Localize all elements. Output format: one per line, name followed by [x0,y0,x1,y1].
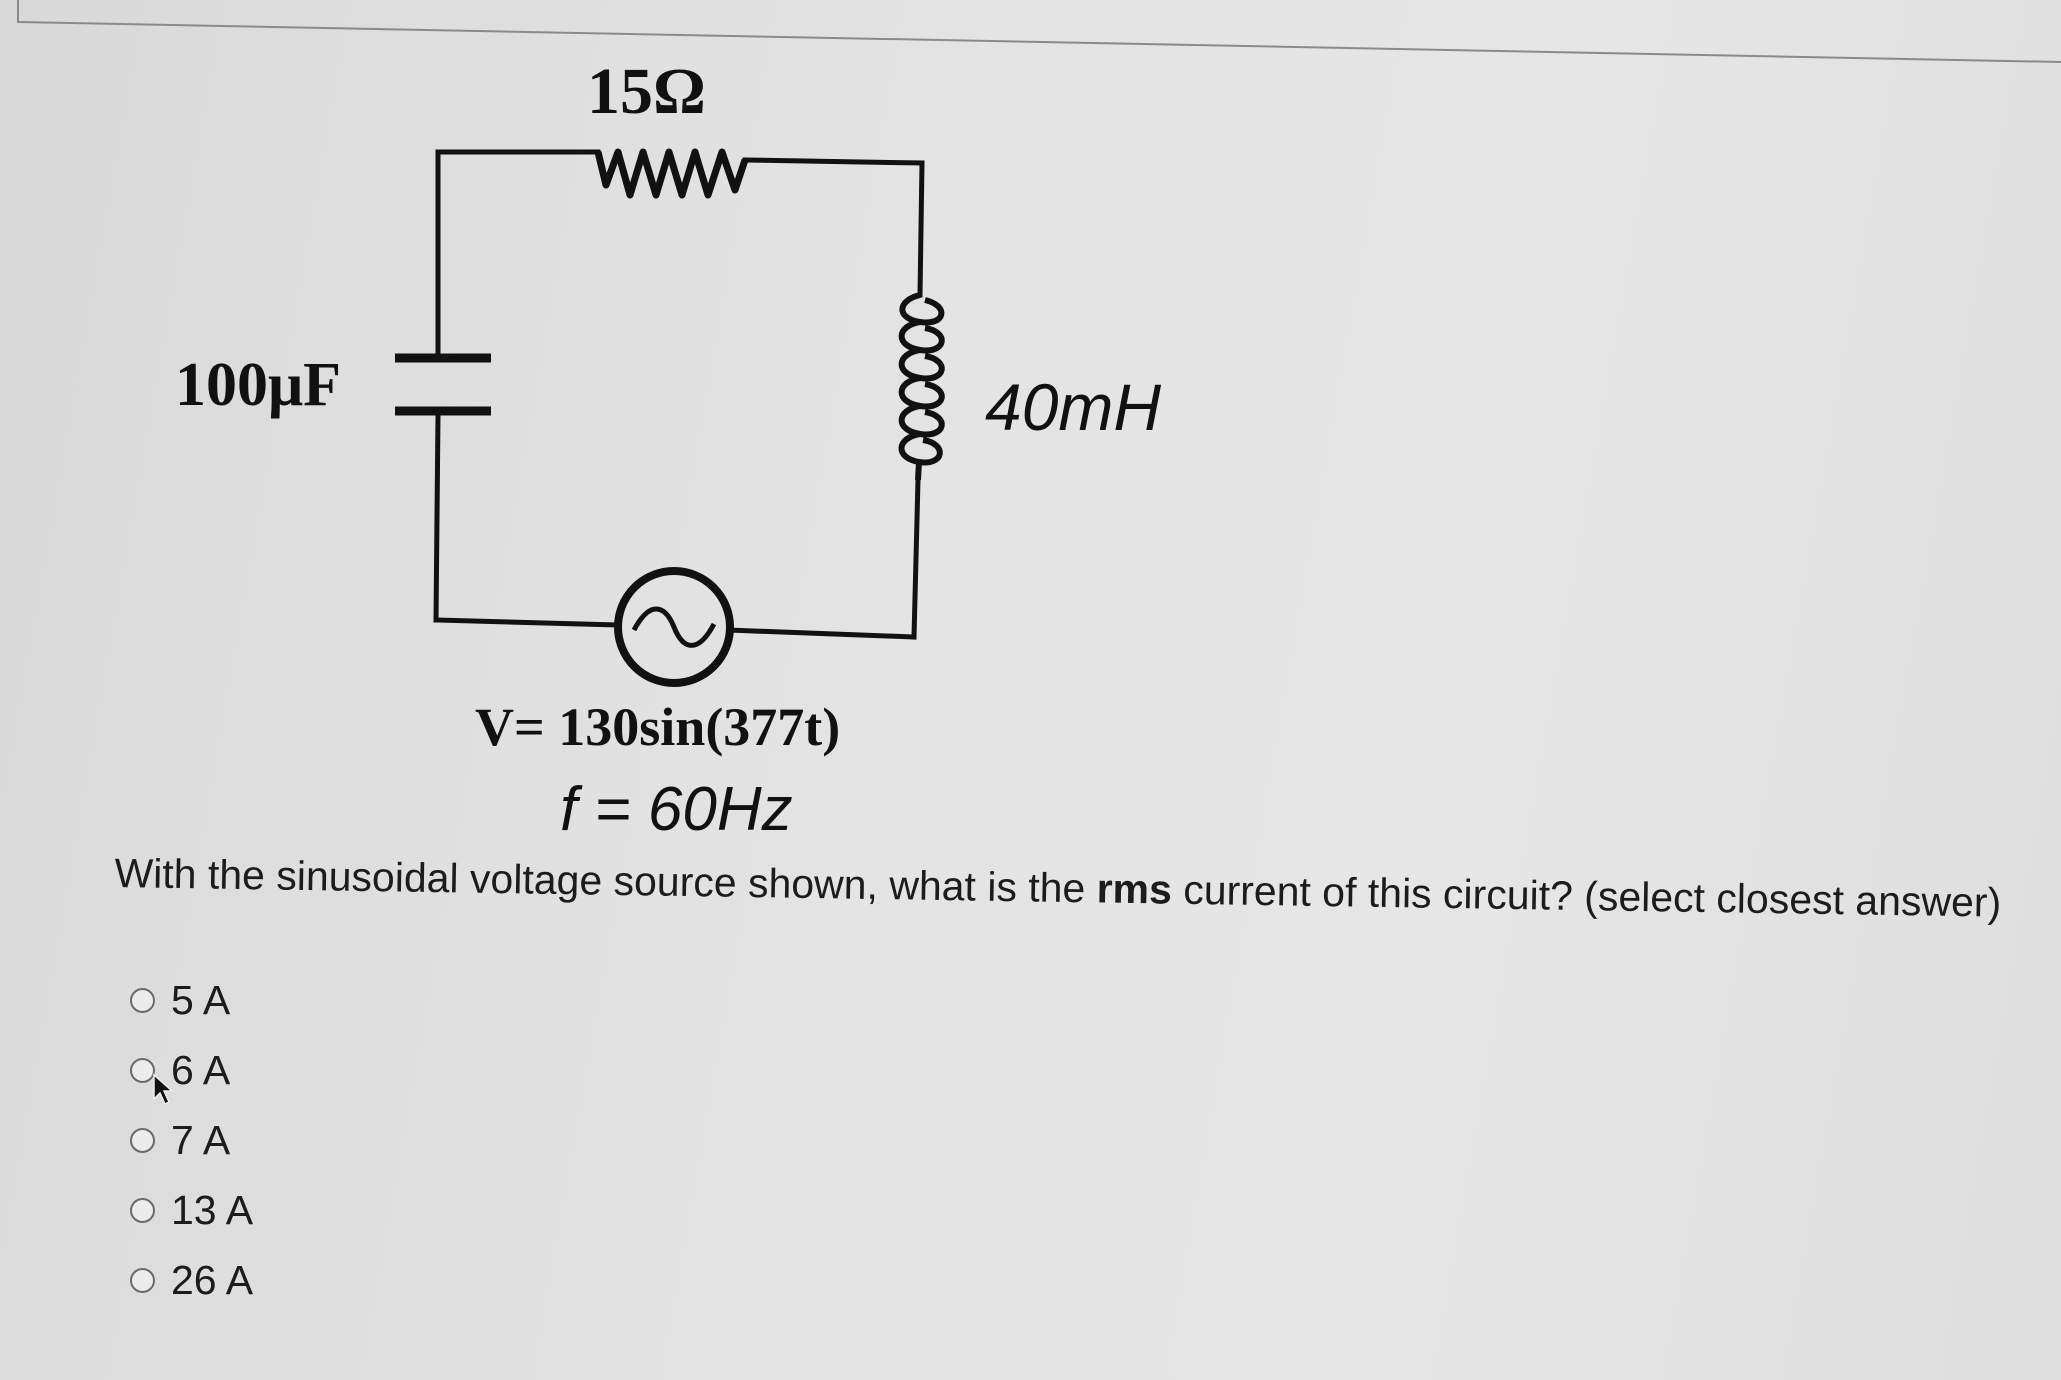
frequency-label: f = 60Hz [560,775,793,844]
question-bold-rms: rms [1096,865,1173,913]
inductor-label: 40mH [985,370,1161,444]
question-text-after: current of this circuit? (select closest… [1171,866,2002,926]
radio-button[interactable] [130,1267,155,1293]
question-text-before: With the sinusoidal voltage source shown… [114,849,1098,912]
radio-button[interactable] [130,1197,155,1223]
mouse-pointer-icon [153,1073,174,1106]
answer-options: 5 A 6 A 7 A 13 A 26 A [130,965,253,1315]
inductor-symbol [898,292,945,481]
capacitor-symbol [395,353,491,416]
option-label: 13 A [171,1186,254,1233]
resistor-label: 15Ω [587,55,706,128]
capacitor-label: 100μF [175,351,341,419]
circuit-diagram: 15Ω 100μF 40mH V= 130sin(377t) f = 60Hz [175,55,1161,844]
option-label: 5 A [171,976,231,1023]
resistor-symbol [594,148,749,199]
ac-source-symbol [614,567,734,687]
radio-button[interactable] [130,987,155,1013]
voltage-equation: V= 130sin(377t) [475,697,840,757]
option-26a[interactable]: 26 A [130,1245,253,1315]
option-label: 7 A [171,1116,231,1163]
option-label: 6 A [171,1046,231,1093]
option-5a[interactable]: 5 A [130,965,253,1035]
option-label: 26 A [171,1256,254,1303]
radio-button[interactable] [130,1057,155,1083]
option-13a[interactable]: 13 A [130,1175,253,1245]
top-border-line [17,0,2061,63]
option-7a[interactable]: 7 A [130,1105,253,1175]
option-6a[interactable]: 6 A [130,1035,253,1105]
radio-button[interactable] [130,1127,155,1153]
